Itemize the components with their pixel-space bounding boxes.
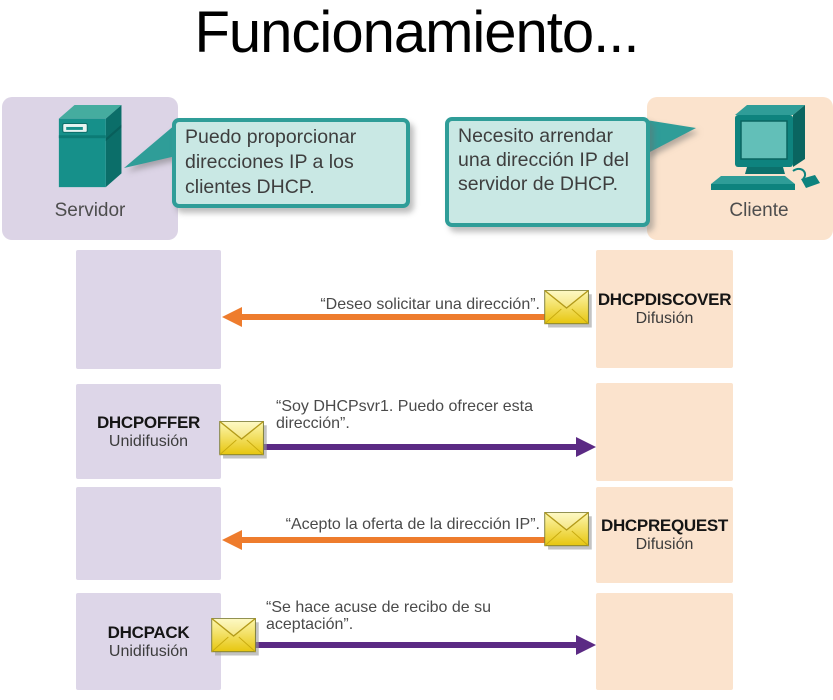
server-speech-text: Puedo proporcionar direcciones IP a los …: [185, 126, 357, 198]
client-speech-bubble: Necesito arrendar una dirección IP del s…: [445, 117, 650, 227]
server-label: Servidor: [54, 200, 126, 221]
message-cast-type: Unidifusión: [108, 642, 189, 660]
message-cast-type: Difusión: [635, 310, 694, 327]
message-protocol: DHCPACK: [107, 622, 190, 642]
client-lane-box-dhcprequest: DHCPREQUEST Difusión: [596, 487, 733, 583]
desktop-computer-icon: [711, 105, 820, 190]
page-title: Funcionamiento...: [194, 0, 639, 65]
envelope-icon: [544, 290, 592, 328]
envelope-icon: [544, 512, 592, 550]
dhcpdiscover-arrow: [240, 314, 562, 320]
client-lane-box-dhcpdiscover: DHCPDISCOVER Difusión: [596, 250, 733, 368]
server-panel: Servidor: [2, 97, 178, 240]
server-lane-box-1: [76, 250, 221, 369]
client-lane-box-4: [596, 593, 733, 690]
message-protocol: DHCPREQUEST: [600, 516, 729, 535]
server-lane-box-3: [76, 487, 221, 580]
dhcpdiscover-quote: “Deseo solicitar una dirección”.: [320, 296, 540, 313]
server-lane-box-dhcpoffer: DHCPOFFER Unidifusión: [76, 384, 221, 479]
dhcprequest-arrow: [240, 537, 562, 543]
dhcprequest-arrowhead: [222, 530, 242, 550]
message-protocol: DHCPOFFER: [96, 412, 201, 432]
client-lane-box-2: [596, 383, 733, 481]
dhcpack-quote: “Se hace acuse de recibo de su aceptació…: [266, 599, 492, 633]
client-speech-text: Necesito arrendar una dirección IP del s…: [458, 125, 629, 195]
dhcpoffer-arrowhead: [576, 437, 596, 457]
server-speech-bubble: Puedo proporcionar direcciones IP a los …: [172, 118, 410, 208]
dhcpack-arrow: [252, 642, 578, 648]
message-cast-type: Difusión: [635, 536, 694, 553]
dhcpoffer-quote: “Soy DHCPsvr1. Puedo ofrecer esta direcc…: [276, 398, 533, 432]
client-label: Cliente: [729, 200, 789, 221]
message-cast-type: Unidifusión: [108, 432, 189, 450]
dhcpoffer-arrow: [262, 444, 578, 450]
dhcprequest-quote: “Acepto la oferta de la dirección IP”.: [285, 516, 540, 533]
server-lane-box-dhcpack: DHCPACK Unidifusión: [76, 593, 221, 690]
envelope-icon: [211, 618, 259, 656]
server-tower-icon: [58, 104, 122, 188]
dhcpack-arrowhead: [576, 635, 596, 655]
client-panel: Cliente: [647, 97, 833, 240]
message-protocol: DHCPDISCOVER: [597, 290, 732, 309]
client-bubble-tail: [646, 120, 696, 154]
dhcpdiscover-arrowhead: [222, 307, 242, 327]
envelope-icon: [219, 421, 267, 459]
server-bubble-tail: [124, 124, 176, 168]
